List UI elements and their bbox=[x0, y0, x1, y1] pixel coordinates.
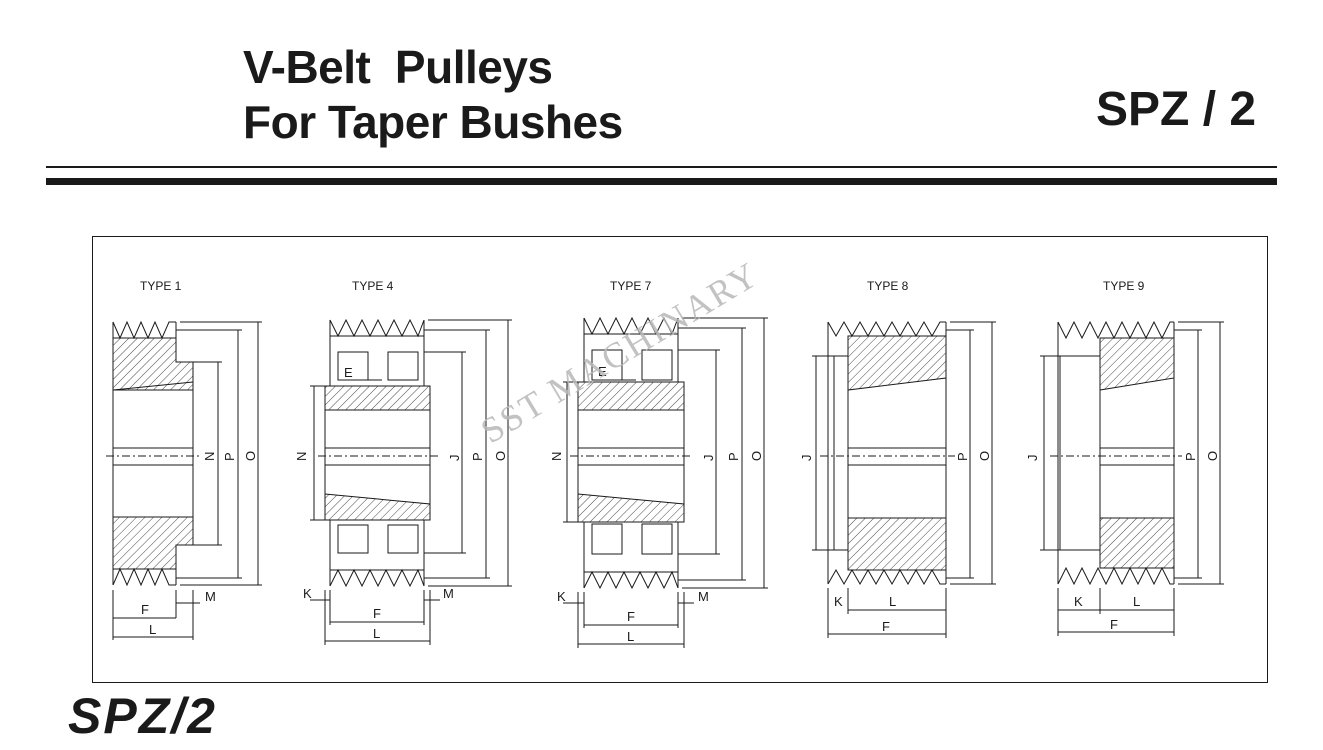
type-4-dim-M: M bbox=[443, 586, 454, 601]
type-9-drawing bbox=[1040, 320, 1224, 636]
type-9-dim-K: K bbox=[1074, 594, 1083, 609]
type-9-dim-F: F bbox=[1110, 617, 1118, 632]
diagram-frame bbox=[92, 236, 1268, 683]
type-7-dim-O: O bbox=[749, 451, 764, 461]
title-line-2: For Taper Bushes bbox=[243, 96, 623, 148]
type-4-dim-E: E bbox=[344, 365, 353, 380]
type-4-dim-P: P bbox=[470, 452, 485, 461]
type-4-dim-K: K bbox=[303, 586, 312, 601]
type-7-drawing bbox=[563, 316, 768, 648]
type-9-label: TYPE 9 bbox=[1103, 279, 1145, 293]
type-8-drawing bbox=[812, 320, 996, 638]
header-rule-thin bbox=[46, 166, 1277, 168]
type-7-dim-F: F bbox=[627, 609, 635, 624]
type-9-dim-L: L bbox=[1133, 594, 1140, 609]
page-title: V-Belt Pulleys For Taper Bushes bbox=[243, 40, 623, 150]
type-1-dim-M: M bbox=[205, 589, 216, 604]
type-8-dim-L: L bbox=[889, 594, 896, 609]
type-4-dim-F: F bbox=[373, 606, 381, 621]
section-code-bottom: SPZ/2 bbox=[68, 688, 217, 744]
type-4-label: TYPE 4 bbox=[352, 279, 394, 293]
type-1-drawing bbox=[106, 320, 262, 640]
type-7-dim-E: E bbox=[598, 364, 607, 379]
header-rule-thick bbox=[46, 178, 1277, 185]
type-7-dim-P: P bbox=[726, 452, 741, 461]
type-9-dim-O: O bbox=[1205, 451, 1220, 461]
type-9-dim-P: P bbox=[1183, 452, 1198, 461]
type-8-dim-K: K bbox=[834, 594, 843, 609]
section-code-top: SPZ / 2 bbox=[1096, 83, 1257, 136]
type-8-dim-P: P bbox=[955, 452, 970, 461]
type-7-dim-J: J bbox=[701, 455, 716, 462]
type-1-dim-F: F bbox=[141, 602, 149, 617]
type-1-dim-O: O bbox=[243, 451, 258, 461]
type-4-dim-L: L bbox=[373, 626, 380, 641]
type-7-dim-M: M bbox=[698, 589, 709, 604]
type-8-dim-O: O bbox=[977, 451, 992, 461]
title-line-1: V-Belt Pulleys bbox=[243, 41, 553, 93]
type-8-dim-F: F bbox=[882, 619, 890, 634]
type-1-label: TYPE 1 bbox=[140, 279, 182, 293]
type-1-dim-P: P bbox=[222, 452, 237, 461]
type-8-dim-J: J bbox=[799, 455, 814, 462]
type-4-dim-N: N bbox=[294, 452, 309, 461]
type-4-dim-J: J bbox=[447, 455, 462, 462]
type-8-label: TYPE 8 bbox=[867, 279, 909, 293]
type-4-drawing bbox=[310, 318, 512, 645]
type-4-dim-O: O bbox=[493, 451, 508, 461]
type-7-dim-L: L bbox=[627, 629, 634, 644]
type-7-dim-N: N bbox=[549, 452, 564, 461]
type-9-dim-J: J bbox=[1025, 455, 1040, 462]
type-7-label: TYPE 7 bbox=[610, 279, 652, 293]
type-7-dim-K: K bbox=[557, 589, 566, 604]
type-1-dim-N: N bbox=[202, 452, 217, 461]
type-1-dim-L: L bbox=[149, 622, 156, 637]
